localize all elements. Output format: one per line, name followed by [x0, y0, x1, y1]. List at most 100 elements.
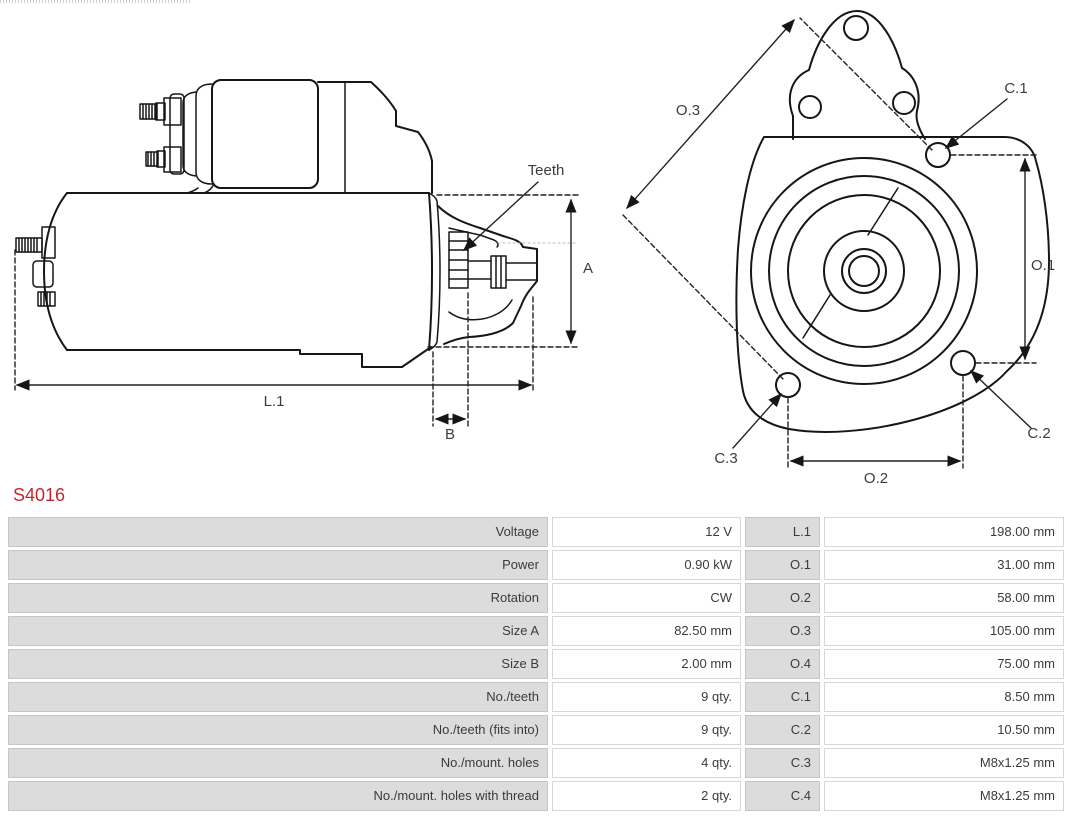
bracket-outline	[317, 81, 433, 194]
technical-drawing: A Teeth L.1 B	[14, 10, 1055, 485]
dim-label-cell: C.1	[745, 682, 820, 712]
pinion-teeth-lines	[448, 240, 469, 280]
solenoid-ring-outer	[195, 83, 213, 185]
dim-value-cell: 58.00 mm	[824, 583, 1064, 613]
dim-label-cell: O.4	[745, 649, 820, 679]
end-ring-inner	[428, 192, 441, 351]
dim-label-cell: O.1	[745, 550, 820, 580]
housing-inner-bottom	[448, 299, 513, 321]
dim-value-cell: 75.00 mm	[824, 649, 1064, 679]
spec-value-cell: 9 qty.	[552, 715, 741, 745]
solenoid-ring-inner	[182, 91, 197, 177]
mounting-hole-c2	[950, 350, 976, 376]
mounting-flange	[735, 136, 1050, 433]
side-view-drawing: A Teeth L.1 B	[14, 79, 593, 443]
dim-label-cell: C.2	[745, 715, 820, 745]
label-c3: C.3	[714, 450, 737, 467]
stud-thread-hatch-2	[147, 151, 155, 167]
spec-value-cell: 9 qty.	[552, 682, 741, 712]
shaft-collar-slot	[495, 255, 502, 289]
spec-label-cell: No./teeth (fits into)	[8, 715, 548, 745]
dim-label-cell: C.4	[745, 781, 820, 811]
drive-housing-outline	[437, 205, 538, 345]
label-l1: L.1	[264, 393, 285, 410]
hub-circle	[823, 230, 905, 312]
spec-label-cell: Size A	[8, 616, 548, 646]
front-view-drawing: O.3 O.1 O.2 C.1 C.2 C.3	[622, 10, 1055, 485]
motor-body-left-arc	[43, 192, 68, 351]
dim-value-cell: 10.50 mm	[824, 715, 1064, 745]
dim-label-cell: O.2	[745, 583, 820, 613]
dim-value-cell: 198.00 mm	[824, 517, 1064, 547]
dim-label-cell: O.3	[745, 616, 820, 646]
label-a: A	[583, 260, 593, 277]
spec-value-cell: 4 qty.	[552, 748, 741, 778]
housing-inner-top	[448, 227, 499, 248]
solenoid-body	[211, 79, 319, 189]
terminal-collar-lower	[156, 150, 166, 168]
mounting-hole-c1	[925, 142, 951, 168]
ear-hole-left	[798, 95, 822, 119]
body-stud-hatch	[18, 237, 38, 253]
terminal-nut-lower	[163, 146, 182, 173]
dim-label-cell: C.3	[745, 748, 820, 778]
body-connector	[32, 260, 54, 288]
label-o2: O.2	[864, 470, 888, 485]
spec-value-cell: 12 V	[552, 517, 741, 547]
stud-thread-hatch	[142, 103, 156, 120]
shaft-collar	[490, 255, 507, 289]
spec-value-cell: 0.90 kW	[552, 550, 741, 580]
label-o3: O.3	[676, 102, 700, 119]
flange-circle-3	[787, 194, 941, 348]
spec-label-cell: Voltage	[8, 517, 548, 547]
spec-label-cell: No./mount. holes with thread	[8, 781, 548, 811]
terminal-collar-top	[155, 102, 166, 121]
dim-value-cell: M8x1.25 mm	[824, 748, 1064, 778]
ear-hole-right	[892, 91, 916, 115]
spec-value-cell: 82.50 mm	[552, 616, 741, 646]
spec-label-cell: No./teeth	[8, 682, 548, 712]
solenoid-cap	[169, 93, 185, 175]
shaft-circle-outer	[841, 248, 887, 294]
solenoid-legs	[186, 183, 215, 194]
motor-body-bottom	[66, 346, 432, 368]
shaft-lines	[467, 260, 538, 281]
section-lines	[802, 187, 899, 339]
spec-value-cell: 2.00 mm	[552, 649, 741, 679]
dim-value-cell: M8x1.25 mm	[824, 781, 1064, 811]
body-terminal-stud	[15, 237, 43, 253]
label-c2: C.2	[1027, 425, 1050, 442]
label-b: B	[445, 426, 455, 443]
label-o1: O.1	[1031, 257, 1055, 274]
part-number: S4016	[13, 485, 66, 505]
dim-value-cell: 105.00 mm	[824, 616, 1064, 646]
flange-circle-2	[768, 175, 960, 367]
spec-label-cell: Power	[8, 550, 548, 580]
c1-leader-arrow	[944, 98, 1008, 149]
label-teeth: Teeth	[528, 162, 565, 179]
dim-label-cell: L.1	[745, 517, 820, 547]
flange-circle-1	[750, 157, 978, 385]
shaft-circle-inner	[848, 255, 880, 287]
c3-leader-arrow	[732, 392, 782, 449]
terminal-stud-lower	[145, 151, 159, 167]
dim-value-cell: 31.00 mm	[824, 550, 1064, 580]
label-c1: C.1	[1004, 80, 1027, 97]
spec-label-cell: Rotation	[8, 583, 548, 613]
end-ring-outer	[428, 192, 433, 351]
ext-line-o3-lower	[622, 214, 784, 380]
dim-value-cell: 8.50 mm	[824, 682, 1064, 712]
top-ear-outline	[788, 10, 926, 140]
ext-line-o3-upper	[799, 17, 933, 151]
c2-leader-arrow	[969, 370, 1032, 429]
body-small-stud-hatch	[40, 291, 51, 307]
teeth-leader-arrow	[462, 181, 539, 251]
mounting-hole-c3	[775, 372, 801, 398]
spec-label-cell: Size B	[8, 649, 548, 679]
spec-value-cell: 2 qty.	[552, 781, 741, 811]
barcode-strip	[0, 0, 192, 3]
terminal-nut-top	[163, 97, 182, 126]
dimension-o3-arrow	[626, 18, 795, 210]
ear-hole-top	[843, 15, 869, 41]
